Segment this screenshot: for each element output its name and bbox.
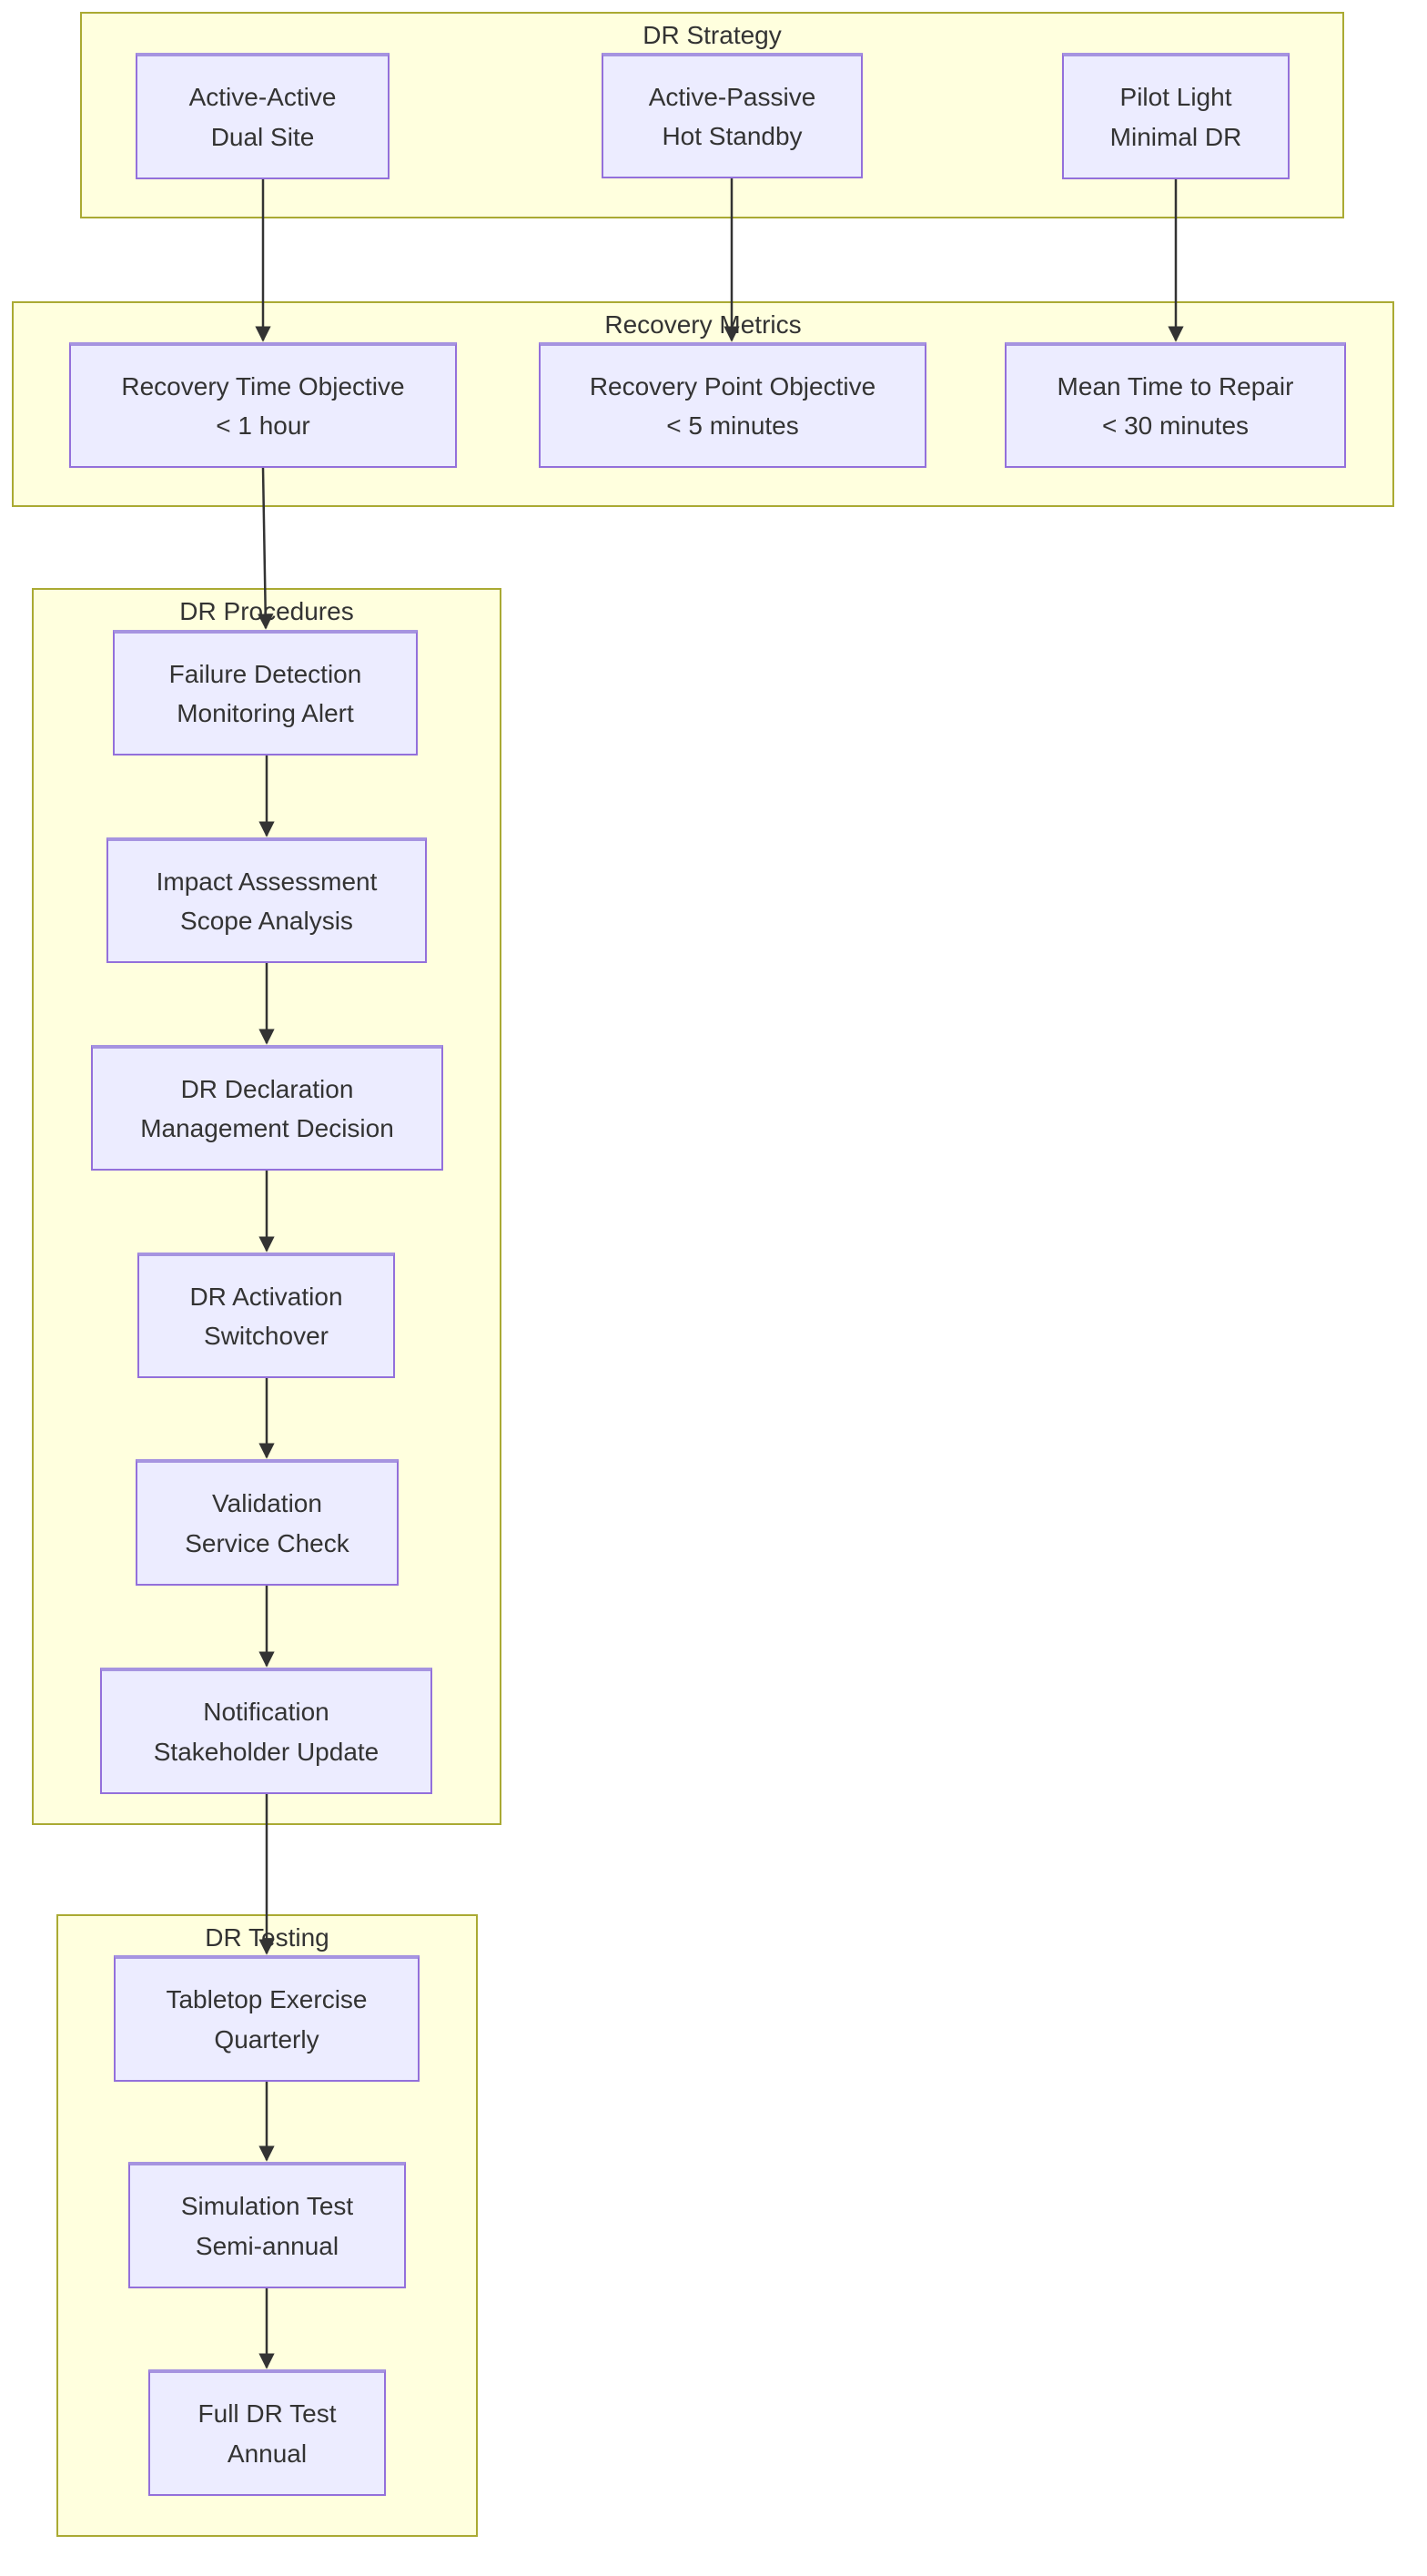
node-simulation-test: Simulation Test Semi-annual [128,2162,406,2288]
node-rto-line2: < 1 hour [216,411,310,440]
node-rto: Recovery Time Objective < 1 hour [69,342,457,468]
node-pilot-light-line1: Pilot Light [1119,83,1232,112]
node-rpo-line2: < 5 minutes [666,411,799,440]
node-mttr: Mean Time to Repair < 30 minutes [1005,342,1346,468]
node-pilot-light: Pilot Light Minimal DR [1062,53,1290,179]
node-mttr-line1: Mean Time to Repair [1057,371,1294,401]
node-tabletop-exercise-line1: Tabletop Exercise [166,1985,368,2014]
node-active-active-line1: Active-Active [188,83,337,112]
node-active-active-line2: Dual Site [210,122,315,151]
node-dr-declaration: DR Declaration Management Decision [91,1045,443,1171]
node-active-active: Active-Active Dual Site [136,53,390,179]
node-rto-line1: Recovery Time Objective [121,371,405,401]
cluster-dr-procedures-title: DR Procedures [179,597,354,625]
node-impact-assessment-line1: Impact Assessment [156,867,378,896]
node-active-passive-line1: Active-Passive [648,82,816,111]
node-validation-line2: Service Check [185,1528,349,1557]
node-simulation-test-line2: Semi-annual [195,2231,339,2260]
node-full-dr-test-line2: Annual [227,2439,308,2468]
cluster-dr-testing-title: DR Testing [205,1923,329,1952]
node-dr-activation-line2: Switchover [204,1322,329,1350]
node-impact-assessment-line2: Scope Analysis [180,907,353,935]
node-full-dr-test: Full DR Test Annual [148,2369,386,2496]
node-failure-detection: Failure Detection Monitoring Alert [113,630,418,756]
node-active-passive: Active-Passive Hot Standby [602,53,863,178]
node-dr-declaration-line2: Management Decision [140,1114,394,1142]
node-failure-detection-line2: Monitoring Alert [177,699,354,727]
node-pilot-light-line2: Minimal DR [1109,122,1242,151]
node-dr-activation-line1: DR Activation [189,1282,343,1311]
cluster-recovery-metrics-title: Recovery Metrics [604,310,802,339]
node-validation-line1: Validation [212,1489,322,1518]
node-rpo-line1: Recovery Point Objective [589,371,876,401]
node-failure-detection-line1: Failure Detection [168,659,362,688]
node-dr-declaration-line1: DR Declaration [180,1074,354,1103]
cluster-dr-strategy-title: DR Strategy [643,21,782,49]
node-active-passive-line2: Hot Standby [662,122,803,150]
node-notification-line2: Stakeholder Update [153,1737,380,1766]
node-notification-line1: Notification [203,1698,329,1727]
node-simulation-test-line1: Simulation Test [180,2192,354,2221]
node-tabletop-exercise: Tabletop Exercise Quarterly [114,1955,420,2082]
node-validation: Validation Service Check [136,1459,399,1586]
cluster-dr-procedures: DR Procedures [32,588,501,1825]
node-full-dr-test-line1: Full DR Test [197,2399,337,2429]
node-dr-activation: DR Activation Switchover [137,1253,395,1378]
node-tabletop-exercise-line2: Quarterly [214,2024,319,2054]
node-impact-assessment: Impact Assessment Scope Analysis [106,837,427,963]
node-notification: Notification Stakeholder Update [100,1668,432,1794]
node-mttr-line2: < 30 minutes [1101,411,1250,440]
node-rpo: Recovery Point Objective < 5 minutes [539,342,926,468]
